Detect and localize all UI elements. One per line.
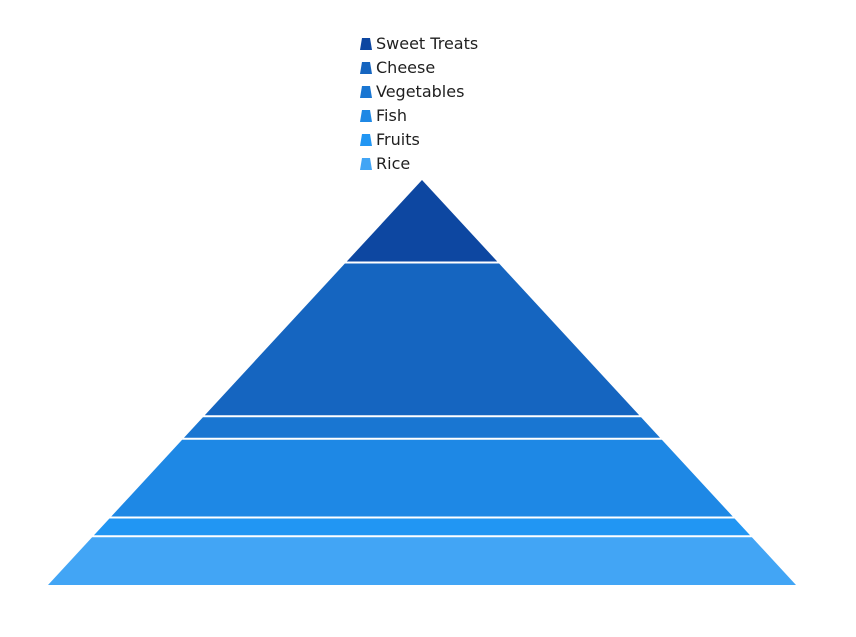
pyramid-segment-fish[interactable] xyxy=(111,439,733,517)
legend-item-vegetables[interactable]: Vegetables xyxy=(360,80,560,104)
legend-item-fruits[interactable]: Fruits xyxy=(360,128,560,152)
legend-item-cheese[interactable]: Cheese xyxy=(360,56,560,80)
pyramid-segment-rice[interactable] xyxy=(48,537,796,585)
pyramid-segment-sweet-treats[interactable] xyxy=(346,180,498,262)
legend-label: Sweet Treats xyxy=(376,34,479,53)
legend-label: Rice xyxy=(376,154,411,173)
legend-label: Fruits xyxy=(376,130,420,149)
legend-item-rice[interactable]: Rice xyxy=(360,152,560,176)
pyramid-segment-vegetables[interactable] xyxy=(183,417,661,438)
legend-swatch-icon xyxy=(360,38,372,50)
legend-label: Cheese xyxy=(376,58,436,77)
legend-item-sweet-treats[interactable]: Sweet Treats xyxy=(360,32,560,56)
pyramid-segment-cheese[interactable] xyxy=(204,263,640,416)
legend-label: Vegetables xyxy=(376,82,465,101)
legend-swatch-icon xyxy=(360,158,372,170)
legend-swatch-icon xyxy=(360,110,372,122)
legend-swatch-icon xyxy=(360,134,372,146)
legend-swatch-icon xyxy=(360,62,372,74)
legend-swatch-icon xyxy=(360,86,372,98)
pyramid-segment-fruits[interactable] xyxy=(93,518,751,536)
legend-label: Fish xyxy=(376,106,407,125)
legend-item-fish[interactable]: Fish xyxy=(360,104,560,128)
